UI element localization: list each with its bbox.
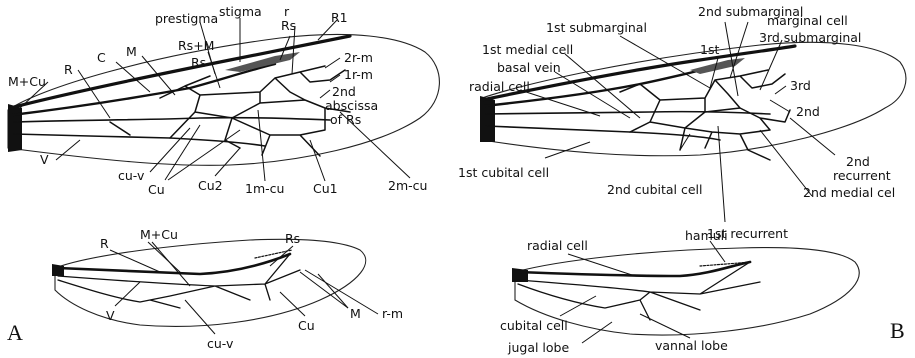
label-hw-r-m: r-m: [382, 306, 403, 321]
label-cu-a: Cu: [148, 182, 165, 197]
label-hw-r: R: [100, 236, 109, 251]
label-rs-m: Rs+M: [178, 38, 214, 53]
label-hw-cu-v: cu-v: [207, 336, 234, 351]
label-1st-submarginal: 1st submarginal: [546, 20, 647, 35]
label-recurrent: recurrent: [833, 168, 891, 183]
label-r: R: [64, 62, 73, 77]
label-rs-b: Rs: [281, 18, 296, 33]
label-v-a: V: [40, 152, 49, 167]
label-hw-cu: Cu: [298, 318, 315, 333]
hindwing-a: [52, 239, 378, 334]
panel-b: 2nd submarginal 1st submarginal marginal…: [458, 4, 906, 355]
label-1st-medial-cell: 1st medial cell: [482, 42, 573, 57]
label-vannal-lobe: vannal lobe: [655, 338, 728, 353]
label-prestigma: prestigma: [155, 11, 218, 26]
label-hw-m-cu: M+Cu: [140, 227, 178, 242]
forewing-a-base: [8, 104, 22, 152]
label-1m-cu: 1m-cu: [245, 181, 284, 196]
label-hw-m: M: [350, 306, 361, 321]
label-2nd-recurrent-a: 2nd: [846, 154, 870, 169]
label-hw-cubital-cell: cubital cell: [500, 318, 568, 333]
hindwing-a-outline: [55, 239, 366, 326]
label-3rd-submarginal: 3rd submarginal: [759, 30, 861, 45]
panel-a-letter: A: [7, 320, 23, 345]
label-2r-m: 2r-m: [344, 50, 373, 65]
label-abscissa: abscissa: [325, 98, 378, 113]
label-2nd-b: 2nd: [796, 104, 820, 119]
label-cu2: Cu2: [198, 178, 223, 193]
hindwing-a-base: [52, 264, 64, 276]
label-c: C: [97, 50, 106, 65]
label-stigma: stigma: [219, 4, 262, 19]
label-basal-vein: basal vein: [497, 60, 561, 75]
label-hamuli: hamuli: [685, 228, 728, 243]
label-cu1: Cu1: [313, 181, 338, 196]
label-2nd-cubital-cell: 2nd cubital cell: [607, 182, 703, 197]
label-2nd-a: 2nd: [332, 84, 356, 99]
label-hw-radial-cell: radial cell: [527, 238, 588, 253]
label-3rd-b: 3rd: [790, 78, 811, 93]
forewing-b-base: [480, 96, 495, 142]
label-jugal-lobe: jugal lobe: [507, 340, 569, 355]
label-cu-v-a: cu-v: [118, 168, 145, 183]
label-m-cu: M+Cu: [8, 74, 46, 89]
label-rs-a: Rs: [191, 55, 206, 70]
label-radial-cell-b: radial cell: [469, 79, 530, 94]
label-1st-b: 1st: [700, 42, 719, 57]
label-marginal-cell: marginal cell: [767, 13, 848, 28]
label-1st-cubital-cell: 1st cubital cell: [458, 165, 549, 180]
label-m: M: [126, 44, 137, 59]
label-r-small: r: [284, 4, 290, 19]
label-1r-m: 1r-m: [344, 67, 373, 82]
label-of-rs: of Rs: [330, 112, 361, 127]
panel-a: M+Cu R C M prestigma Rs+M Rs stigma r Rs…: [7, 4, 439, 351]
label-hw-rs: Rs: [285, 231, 300, 246]
label-2m-cu: 2m-cu: [388, 178, 427, 193]
panel-b-letter: B: [890, 318, 905, 343]
label-hw-v: V: [106, 308, 115, 323]
label-r1: R1: [331, 10, 348, 25]
label-2nd-medial-cell: 2nd medial cel: [803, 185, 895, 200]
